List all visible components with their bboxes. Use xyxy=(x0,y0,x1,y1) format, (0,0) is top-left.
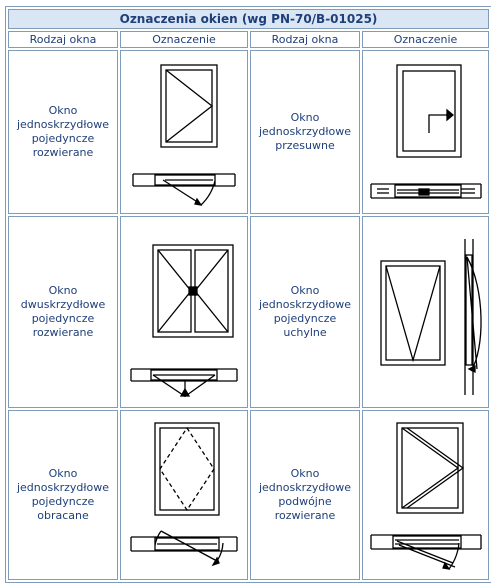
window-symbols-table: Oznaczenia okien (wg PN-70/B-01025) Rodz… xyxy=(5,6,491,583)
hopper-window-symbol-icon xyxy=(379,239,482,395)
header-symbol: Oznaczenie xyxy=(362,31,490,48)
single-casement-window-symbol-icon xyxy=(132,64,236,206)
window-symbol-cell xyxy=(120,410,248,580)
window-symbol-cell xyxy=(120,50,248,214)
window-symbol-cell xyxy=(362,410,490,580)
sliding-window-symbol-icon xyxy=(369,64,482,199)
double-glazed-casement-window-symbol-icon xyxy=(369,422,482,570)
window-symbol-cell xyxy=(120,216,248,408)
double-casement-window-symbol-icon xyxy=(130,244,238,397)
header-window-type: Rodzaj okna xyxy=(8,31,118,48)
header-window-type: Rodzaj okna xyxy=(250,31,360,48)
window-symbol-cell xyxy=(362,50,490,214)
window-symbols-table-wrapper: Oznaczenia okien (wg PN-70/B-01025) Rodz… xyxy=(5,6,491,583)
table-title: Oznaczenia okien (wg PN-70/B-01025) xyxy=(8,9,490,29)
window-symbol-cell xyxy=(362,216,490,408)
pivot-window-symbol-icon xyxy=(130,422,238,567)
header-symbol: Oznaczenie xyxy=(120,31,248,48)
